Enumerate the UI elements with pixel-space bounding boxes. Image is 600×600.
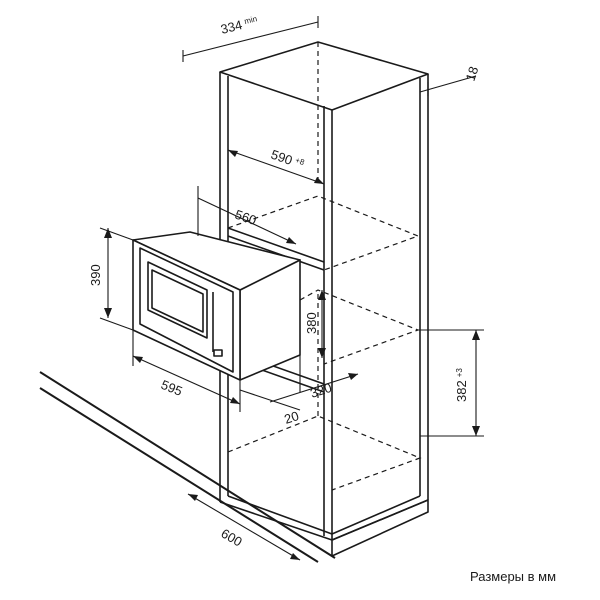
microwave — [132, 231, 301, 381]
dim-334-label: 334min — [219, 13, 259, 37]
dim-320-label: 320 — [308, 380, 333, 401]
dim-20-label: 20 — [282, 408, 300, 427]
hidden-lines — [227, 42, 422, 491]
dim-560-label: 560 — [233, 207, 258, 228]
dim-380-label: 380 — [304, 312, 319, 334]
dim-595-label: 595 — [159, 377, 185, 399]
dim-590-label: 590+8 — [269, 147, 306, 172]
arrowheads — [104, 150, 480, 560]
dim-382-label: 382+3 — [454, 368, 469, 402]
cabinet — [219, 41, 429, 557]
units-caption: Размеры в мм — [470, 569, 557, 584]
dim-18-label: 18 — [463, 65, 482, 83]
dim-390-label: 390 — [88, 264, 103, 286]
dim-600-label: 600 — [219, 526, 245, 550]
dimension-lines — [99, 16, 484, 561]
floor-lines — [39, 371, 336, 563]
